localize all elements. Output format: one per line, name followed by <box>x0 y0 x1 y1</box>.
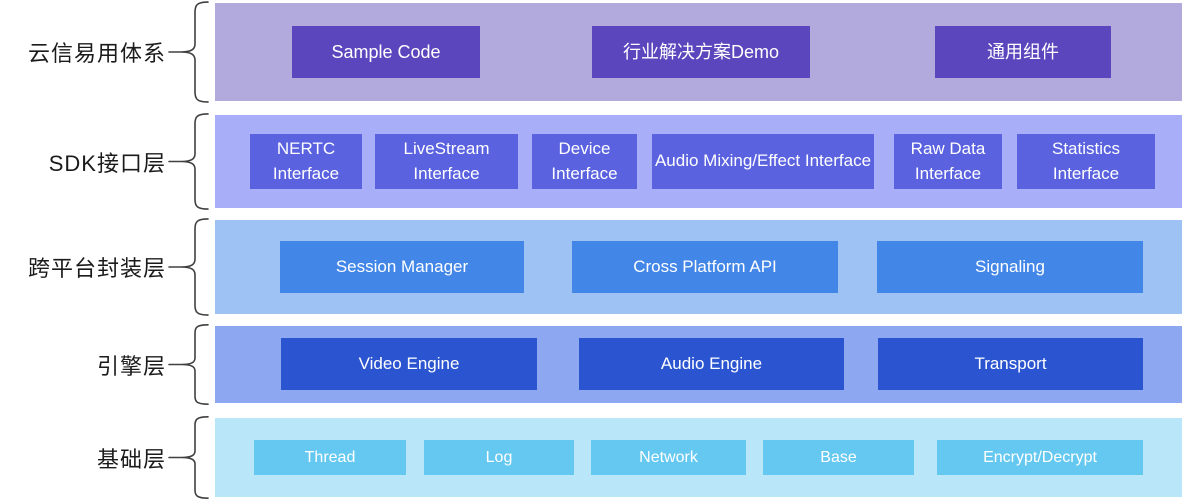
curly-brace-icon <box>168 1 210 103</box>
layer-band-engine: Video Engine Audio Engine Transport <box>215 326 1182 403</box>
curly-brace-icon <box>168 218 210 316</box>
layer-row-yunxin-system: 云信易用体系 Sample Code 行业解决方案Demo 通用组件 <box>0 3 1182 101</box>
box-transport: Transport <box>878 338 1143 390</box>
layer-gutter: 跨平台封装层 <box>0 218 215 316</box>
box-session-manager: Session Manager <box>280 241 524 293</box>
layer-band-yunxin-system: Sample Code 行业解决方案Demo 通用组件 <box>215 3 1182 101</box>
box-raw-data-interface: Raw Data Interface <box>894 134 1002 189</box>
box-log: Log <box>424 440 574 475</box>
layer-label-engine: 引擎层 <box>96 353 166 379</box>
layer-gutter: SDK接口层 <box>0 113 215 210</box>
box-statistics-interface: Statistics Interface <box>1017 134 1155 189</box>
box-video-engine: Video Engine <box>281 338 537 390</box>
box-network: Network <box>591 440 746 475</box>
layer-label-cross-platform: 跨平台封装层 <box>27 256 166 281</box>
layer-band-foundation: Thread Log Network Base Encrypt/Decrypt <box>215 418 1182 497</box>
box-encrypt-decrypt: Encrypt/Decrypt <box>937 440 1143 475</box>
layer-row-engine: 引擎层 Video Engine Audio Engine Transport <box>0 326 1182 403</box>
box-audio-mixing-effect-interface: Audio Mixing/Effect Interface <box>652 134 874 189</box>
box-industry-solution-demo: 行业解决方案Demo <box>592 26 810 78</box>
layer-label-yunxin-system: 云信易用体系 <box>27 41 166 66</box>
layer-band-cross-platform: Session Manager Cross Platform API Signa… <box>215 220 1182 314</box>
box-sample-code: Sample Code <box>292 26 480 78</box>
curly-brace-icon <box>168 416 210 499</box>
box-nertc-interface: NERTC Interface <box>250 134 362 189</box>
layer-row-cross-platform: 跨平台封装层 Session Manager Cross Platform AP… <box>0 220 1182 314</box>
layer-gutter: 引擎层 <box>0 324 215 405</box>
box-thread: Thread <box>254 440 406 475</box>
box-common-components: 通用组件 <box>935 26 1111 78</box>
box-signaling: Signaling <box>877 241 1143 293</box>
box-base: Base <box>763 440 914 475</box>
layer-gutter: 云信易用体系 <box>0 1 215 103</box>
layer-row-foundation: 基础层 Thread Log Network Base Encrypt/Decr… <box>0 418 1182 497</box>
box-device-interface: Device Interface <box>532 134 637 189</box>
layer-label-foundation: 基础层 <box>96 446 166 472</box>
box-cross-platform-api: Cross Platform API <box>572 241 838 293</box>
layer-label-sdk-interface: SDK接口层 <box>48 150 166 176</box>
curly-brace-icon <box>168 324 210 405</box>
layer-band-sdk-interface: NERTC Interface LiveStream Interface Dev… <box>215 115 1182 208</box>
box-livestream-interface: LiveStream Interface <box>375 134 518 189</box>
layer-row-sdk-interface: SDK接口层 NERTC Interface LiveStream Interf… <box>0 115 1182 208</box>
layer-gutter: 基础层 <box>0 416 215 499</box>
curly-brace-icon <box>168 113 210 210</box>
box-audio-engine: Audio Engine <box>579 338 844 390</box>
